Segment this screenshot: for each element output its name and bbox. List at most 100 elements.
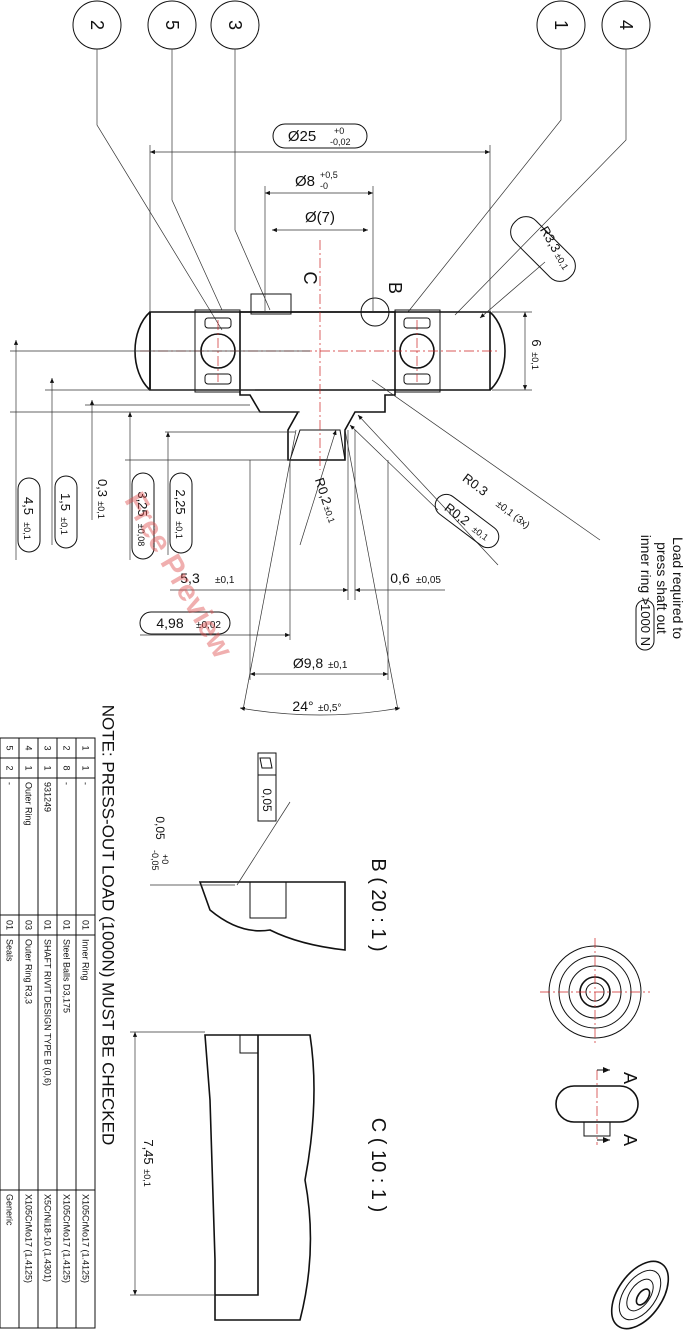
dim-d005-tol-upper: +0 <box>160 854 170 864</box>
cell-item: 5 <box>5 745 15 750</box>
dim-d25: Ø25 +0 -0,02 <box>149 123 491 312</box>
dim-d15-value: 1,5 <box>58 493 73 511</box>
section-label-c: C <box>300 272 320 285</box>
balloon-1-label: 1 <box>551 20 571 30</box>
dim-d45-value: 4,5 <box>21 497 36 515</box>
cell-part: - <box>81 782 91 785</box>
cell-part: Outer Ring <box>24 782 34 826</box>
dim-d53: 5,3 ±0,1 <box>170 430 349 640</box>
cell-sheet: 01 <box>5 920 15 930</box>
dim-stack-left <box>10 340 310 560</box>
dim-d03: 0,3 ±0,1 <box>95 479 110 519</box>
dim-r02a-value: R0,2 <box>312 476 335 507</box>
dim-angle-24-value: 24° <box>292 698 313 714</box>
dim-r33-tol: ±0,1 <box>553 251 570 271</box>
dim-d25-tol-upper: +0 <box>334 126 344 136</box>
dim-d005-value: 0,05 <box>153 816 167 840</box>
dim-d25-value: Ø25 <box>288 128 316 145</box>
dim-d06: 0,6 ±0,05 <box>354 430 445 600</box>
dim-d53-tol: ±0,1 <box>215 575 235 586</box>
dim-d325-value: 3,25 <box>135 491 150 516</box>
front-view-rings <box>540 938 650 1046</box>
press-out-note: NOTE: PRESS-OUT LOAD (1000N) MUST BE CHE… <box>99 705 118 1146</box>
load-note-line3: inner ring > <box>638 535 654 605</box>
dim-d745-tol: ±0,1 <box>142 1169 152 1186</box>
detail-c-title: C ( 10 : 1 ) <box>367 1118 389 1212</box>
balloon-5: 5 <box>147 0 197 50</box>
dim-d8-tol-upper: +0,5 <box>320 170 338 180</box>
dim-d745-value: 7,45 <box>141 1139 156 1164</box>
cell-qty: 2 <box>5 765 15 770</box>
cell-qty: 1 <box>81 765 91 770</box>
dim-r02a-tol: ±0,1 <box>322 505 337 525</box>
detail-b-view: 0,05 <box>150 752 346 951</box>
cell-qty: 1 <box>24 765 34 770</box>
dim-d15-tol: ±0,1 <box>59 517 69 534</box>
balloon-2-label: 2 <box>87 20 107 30</box>
dim-d45-tol: ±0,1 <box>22 522 32 539</box>
dim-d498-value: 4,98 <box>156 615 183 631</box>
dim-angle-24-tol: ±0,5° <box>318 703 341 714</box>
detail-b-title: B ( 20 : 1 ) <box>367 858 389 951</box>
cell-material: X105CrMo17 (1.4125) <box>62 1194 72 1283</box>
dim-d53-value: 5,3 <box>180 570 200 586</box>
cell-item: 4 <box>24 745 34 750</box>
section-label-b: B <box>385 282 405 294</box>
load-note-line1: Load required to <box>670 537 686 639</box>
cell-part: - <box>62 782 72 785</box>
dim-d225: 2,25 ±0,1 <box>169 472 193 554</box>
dim-d98-tol: ±0,1 <box>328 660 348 671</box>
dim-d98-value: Ø9,8 <box>293 655 324 671</box>
cell-material: X105CrMo17 (1.4125) <box>81 1194 91 1283</box>
dim-r03-tol: ±0,1 (3x) <box>493 499 531 531</box>
dim-d325: 3,25 ±0,08 <box>131 472 155 560</box>
cell-item: 2 <box>62 745 72 750</box>
cell-sheet: 03 <box>24 920 34 930</box>
cell-material: X105CrMo17 (1.4125) <box>24 1194 34 1283</box>
cell-material: X5CrNi18-10 (1.4301) <box>43 1194 53 1282</box>
dim-h6-tol: ±0,1 <box>530 352 540 369</box>
cell-sheet: 01 <box>62 920 72 930</box>
dim-d005: 0,05 +0 -0,05 <box>150 816 170 870</box>
dim-r33: R3,3 ±0,1 <box>479 216 576 319</box>
dim-r03: R0.3 ±0,1 (3x) <box>357 414 532 566</box>
load-note-line2: press shaft out <box>654 542 670 634</box>
cell-qty: 8 <box>62 765 72 770</box>
cell-item: 1 <box>81 745 91 750</box>
dim-d45: 4,5 ±0,1 <box>17 477 41 553</box>
dim-d225-value: 2,25 <box>173 489 188 514</box>
dim-d06-tol: ±0,05 <box>416 575 441 586</box>
dim-d98: Ø9,8 ±0,1 <box>249 460 389 680</box>
dim-r03-value: R0.3 <box>460 470 491 499</box>
cell-sheet: 01 <box>81 920 91 930</box>
cell-material: Generic <box>5 1194 15 1226</box>
dim-d325-tol: ±0,08 <box>136 524 146 546</box>
dim-d8-tol-lower: -0 <box>320 181 328 191</box>
balloon-5-label: 5 <box>162 20 182 30</box>
balloon-3-label: 3 <box>225 20 245 30</box>
cell-part: - <box>5 782 15 785</box>
balloon-leaders <box>96 49 627 331</box>
dim-r02b-value: R0,2 <box>442 500 473 529</box>
balloon-2: 2 <box>72 0 122 50</box>
section-a-label-left: A <box>620 1072 640 1084</box>
parts-list-table <box>0 737 96 1329</box>
balloon-4: 4 <box>601 0 651 50</box>
cell-description: Inner Ring <box>81 939 91 981</box>
load-note: Load required to press shaft out inner r… <box>371 379 686 651</box>
section-a-label-right: A <box>620 1134 640 1146</box>
dim-d03-tol: ±0,1 <box>96 501 106 518</box>
cell-description: Seals <box>5 939 15 962</box>
detail-b-flatness-value: 0,05 <box>260 788 274 812</box>
balloon-4-label: 4 <box>616 20 636 30</box>
cell-item: 3 <box>43 745 53 750</box>
dim-d8: Ø8 +0,5 -0 <box>264 170 374 312</box>
dim-d005-tol-lower: -0,05 <box>150 850 160 871</box>
